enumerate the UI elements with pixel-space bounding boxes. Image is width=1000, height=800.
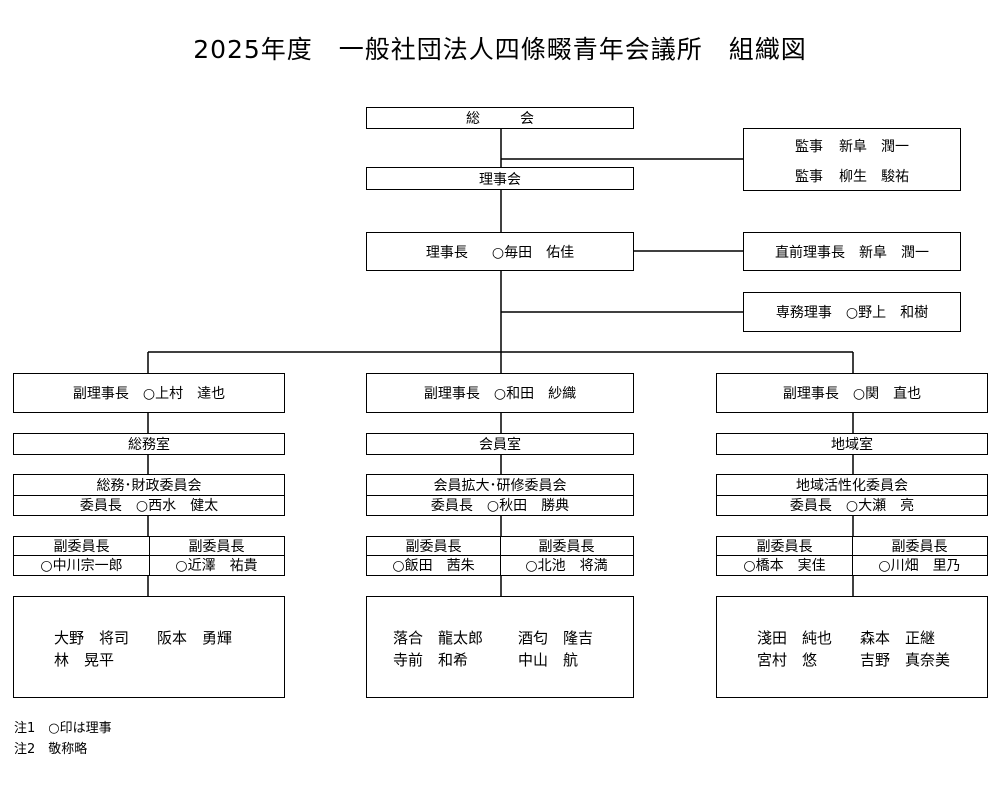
vice-chairs-box-3: 副委員長 副委員長 ○橋本 実佳 ○川畑 里乃: [716, 536, 988, 576]
member-name: 宮村 悠: [757, 651, 818, 669]
vice-chair-name: ○中川宗一郎: [40, 558, 123, 574]
office-label: 会員室: [479, 437, 521, 453]
divider: [500, 537, 501, 575]
member-name: 大野 将司: [54, 629, 130, 647]
committee-name: 地域活性化委員会: [796, 478, 908, 494]
vice-chair-label: 副委員長: [891, 539, 948, 555]
committee-box-3: 地域活性化委員会 委員長 ○大瀬 亮: [716, 474, 988, 516]
notes: 注1 ○印は理事 注2 敬称略: [14, 718, 112, 760]
vice-chairs-box-1: 副委員長 副委員長 ○中川宗一郎 ○近澤 祐貴: [13, 536, 285, 576]
office-box-2: 会員室: [366, 433, 634, 455]
divider: [367, 495, 633, 496]
member-name: 寺前 和希: [393, 651, 469, 669]
auditor-role: 監事: [795, 139, 823, 155]
committee-name: 会員拡大･研修委員会: [433, 478, 567, 494]
vice-president-box-1: 副理事長 ○上村 達也: [13, 373, 285, 413]
divider: [14, 495, 284, 496]
vice-chair-name: ○北池 将満: [525, 558, 608, 574]
members-box-1: 大野 将司 阪本 勇輝 林 晃平: [13, 596, 285, 698]
executive-director-label: 専務理事 ○野上 和樹: [775, 305, 929, 321]
member-name: 吉野 真奈美: [860, 651, 951, 669]
committee-name: 総務･財政委員会: [96, 478, 202, 494]
vice-president-box-2: 副理事長 ○和田 紗織: [366, 373, 634, 413]
auditor-row-1: 監事 新阜 潤一: [744, 133, 960, 159]
members-box-2: 落合 龍太郎 酒匂 隆吉 寺前 和希 中山 航: [366, 596, 634, 698]
vice-president-label: 副理事長 ○上村 達也: [72, 386, 226, 402]
general-assembly-box: 総 会: [366, 107, 634, 129]
member-name: 淺田 純也: [757, 629, 833, 647]
auditor-row-2: 監事 柳生 駿祐: [744, 163, 960, 189]
auditor-name: 柳生 駿祐: [839, 169, 909, 185]
vice-chairs-box-2: 副委員長 副委員長 ○飯田 茜朱 ○北池 将満: [366, 536, 634, 576]
divider: [717, 495, 987, 496]
committee-chair: 委員長 ○大瀬 亮: [789, 498, 915, 514]
divider: [149, 537, 150, 575]
board-box: 理事会: [366, 167, 634, 190]
vice-president-label: 副理事長 ○関 直也: [782, 386, 922, 402]
member-name: 阪本 勇輝: [157, 629, 233, 647]
past-president-label: 直前理事長 新阜 潤一: [775, 244, 929, 261]
auditor-role: 監事: [795, 169, 823, 185]
vice-chair-name: ○橋本 実佳: [743, 558, 826, 574]
vice-chair-label: 副委員長: [405, 539, 462, 555]
vice-chair-name: ○川畑 里乃: [878, 558, 961, 574]
page-title: 2025年度 一般社団法人四條畷青年会議所 組織図: [193, 35, 807, 64]
vice-chair-label: 副委員長: [188, 539, 245, 555]
vice-chair-label: 副委員長: [756, 539, 813, 555]
auditors-box: 監事 新阜 潤一 監事 柳生 駿祐: [743, 128, 961, 191]
members-box-3: 淺田 純也 森本 正継 宮村 悠 吉野 真奈美: [716, 596, 988, 698]
committee-box-1: 総務･財政委員会 委員長 ○西水 健太: [13, 474, 285, 516]
office-box-3: 地域室: [716, 433, 988, 455]
member-name: 中山 航: [518, 651, 579, 669]
vice-chair-label: 副委員長: [53, 539, 110, 555]
note-2: 注2 敬称略: [14, 742, 88, 757]
committee-chair: 委員長 ○西水 健太: [79, 498, 219, 514]
president-role: 理事長: [425, 244, 468, 261]
member-name: 森本 正継: [860, 629, 936, 647]
office-label: 総務室: [128, 437, 170, 453]
member-name: 酒匂 隆吉: [518, 629, 594, 647]
divider: [852, 537, 853, 575]
past-president-box: 直前理事長 新阜 潤一: [743, 232, 961, 271]
office-label: 地域室: [831, 437, 873, 453]
vice-chair-name: ○飯田 茜朱: [392, 558, 475, 574]
general-assembly-char-2: 会: [520, 111, 534, 127]
executive-director-box: 専務理事 ○野上 和樹: [743, 292, 961, 332]
vice-president-box-3: 副理事長 ○関 直也: [716, 373, 988, 413]
president-box: 理事長 ○毎田 佑佳: [366, 232, 634, 271]
general-assembly-char-1: 総: [466, 111, 480, 127]
member-name: 林 晃平: [54, 651, 115, 669]
office-box-1: 総務室: [13, 433, 285, 455]
board-label: 理事会: [479, 171, 521, 188]
auditor-name: 新阜 潤一: [839, 139, 909, 155]
member-name: 落合 龍太郎: [393, 629, 484, 647]
committee-chair: 委員長 ○秋田 勝典: [430, 498, 570, 514]
president-name: ○毎田 佑佳: [491, 244, 575, 261]
vice-chair-name: ○近澤 祐貴: [175, 558, 258, 574]
note-1: 注1 ○印は理事: [14, 721, 112, 736]
vice-chair-label: 副委員長: [538, 539, 595, 555]
vice-president-label: 副理事長 ○和田 紗織: [423, 386, 577, 402]
committee-box-2: 会員拡大･研修委員会 委員長 ○秋田 勝典: [366, 474, 634, 516]
